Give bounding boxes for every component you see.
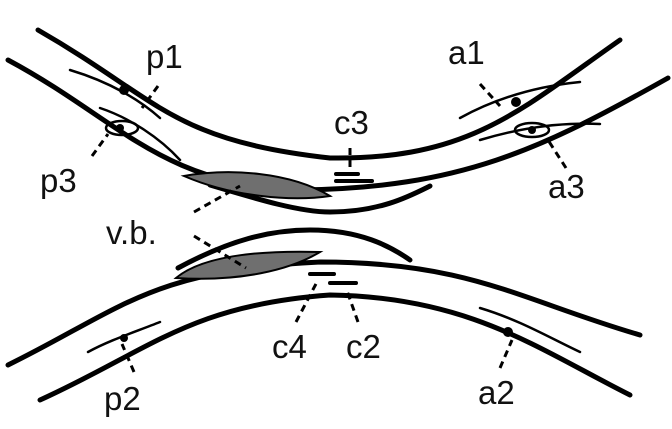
label-c3: c3 [334,104,369,141]
label-a1: a1 [448,34,485,71]
p3-dot [116,124,124,132]
lower-right-inner-curve [478,306,582,354]
label-c2: c2 [346,328,381,365]
lower-cell-inner-wall [37,292,633,403]
lower-vitelline-body [173,250,324,280]
p3-leader [90,133,110,157]
a3-leader [546,139,568,169]
upper-cell-bulge [207,182,433,215]
a2-leader [498,339,514,369]
label-p1: p1 [146,38,183,75]
label-a2: a2 [478,374,515,411]
label-vb: v.b. [106,214,157,251]
lower-cell [5,227,643,403]
c2-leader [344,287,360,323]
label-a3: a3 [548,168,585,205]
a3-dot [528,126,536,134]
label-p2: p2 [104,380,141,417]
p1-leader [140,85,160,109]
upper-left-inner-curve-2 [98,106,182,162]
vb-lower-leader [193,234,247,270]
p2-dot [120,334,128,342]
labels: p1 p3 a1 a3 c3 v.b. c4 c2 p2 a2 [40,34,585,417]
a2-dot [503,327,513,337]
lower-cell-bulge [175,227,413,271]
upper-vitelline-body [180,171,333,200]
upper-right-inner-curve [458,80,582,120]
p2-leader [120,343,136,373]
leader-lines [90,82,568,373]
vb-upper-leader [193,184,241,214]
upper-cell [5,27,671,215]
label-c4: c4 [272,328,307,365]
p3-organelle [104,119,140,137]
label-p3: p3 [40,162,77,199]
p1-dot [119,85,129,95]
a3-organelle [513,121,551,139]
lower-cell-outer-wall [5,259,643,368]
a1-leader [478,82,502,108]
a1-dot [511,97,521,107]
upper-right-inner-curve-2 [478,122,602,142]
c4-leader [294,279,320,323]
